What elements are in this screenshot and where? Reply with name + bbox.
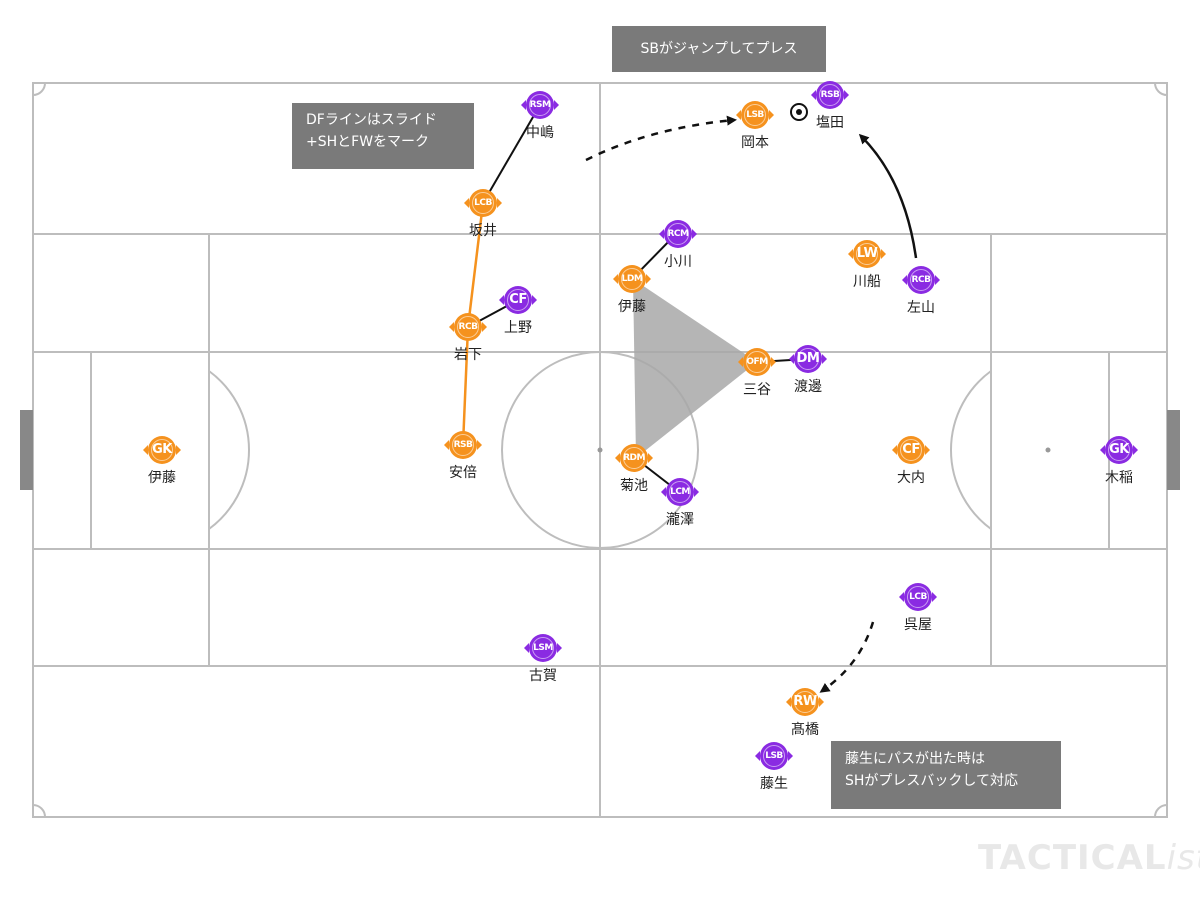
right-penalty-spot: [1045, 447, 1051, 453]
player-purple-rsm: RSM 中嶋: [500, 91, 580, 142]
jump-press-arrow: [585, 115, 737, 162]
token-purple-lcm: LCM: [661, 478, 699, 506]
player-name: 中嶋: [526, 125, 554, 141]
callout-sb-jump-text: SBがジャンプしてプレス: [640, 41, 798, 57]
player-name: 岩下: [454, 347, 482, 363]
soccer-ball-icon: [790, 103, 808, 121]
player-orange-lw: LW 川船: [827, 240, 907, 291]
player-name: 岡本: [741, 135, 769, 151]
player-purple-lcb: LCB 呉屋: [878, 583, 958, 634]
player-orange-rsb: RSB 安倍: [423, 431, 503, 482]
player-name: 伊藤: [618, 299, 646, 315]
player-purple-rcm: RCM 小川: [638, 220, 718, 271]
player-name: 三谷: [743, 382, 771, 398]
player-purple-cf: CF 上野: [478, 286, 558, 337]
player-purple-rsb: RSB 塩田: [790, 81, 870, 132]
corner-arc-tr: [1154, 82, 1168, 96]
player-orange-lsb: LSB 岡本: [715, 101, 795, 152]
token-orange-lsb: LSB: [736, 101, 774, 129]
token-orange-lcb: LCB: [464, 189, 502, 217]
token-purple-rcb: RCB: [902, 266, 940, 294]
callout-sb-jump-press: SBがジャンプしてプレス: [612, 26, 826, 72]
token-purple-rsm: RSM: [521, 91, 559, 119]
player-orange-rdm: RDM 菊池: [594, 444, 674, 495]
center-spot: [597, 447, 603, 453]
corner-arc-bl: [32, 804, 46, 818]
player-orange-ldm: LDM 伊藤: [592, 265, 672, 316]
token-orange-lw: LW: [848, 240, 886, 268]
player-orange-ofm: OFM 三谷: [717, 348, 797, 399]
callout-press-back: 藤生にパスが出た時は SHがプレスバックして対応: [831, 741, 1061, 809]
player-name: 小川: [664, 254, 692, 270]
corner-arc-tl: [32, 82, 46, 96]
player-name: 瀧澤: [666, 512, 694, 528]
player-name: 呉屋: [904, 617, 932, 633]
player-purple-lsm: LSM 古賀: [503, 634, 583, 685]
right-goal: [1167, 410, 1180, 490]
token-orange-rdm: RDM: [615, 444, 653, 472]
token-orange-ldm: LDM: [613, 265, 651, 293]
mark-link-lcb-rsm: [482, 104, 541, 204]
player-purple-gk: GK 木稲: [1079, 436, 1159, 487]
left-goal-area: [32, 351, 92, 550]
token-orange-rw: RW: [786, 688, 824, 716]
token-purple-rcm: RCM: [659, 220, 697, 248]
token-purple-lsm: LSM: [524, 634, 562, 662]
token-purple-rsb: RSB: [811, 81, 849, 109]
player-purple-lsb: LSB 藤生: [734, 742, 814, 793]
player-name: 川船: [853, 274, 881, 290]
callout-df-line-text-1: DFラインはスライド: [306, 112, 437, 128]
player-name: 古賀: [529, 668, 557, 684]
left-goal: [20, 410, 33, 490]
player-name: 伊藤: [148, 470, 176, 486]
token-orange-cf: CF: [892, 436, 930, 464]
player-name: 菊池: [620, 478, 648, 494]
watermark-italic: ista: [1166, 838, 1200, 878]
player-name: 渡邊: [794, 379, 822, 395]
token-orange-rsb: RSB: [444, 431, 482, 459]
token-purple-lsb: LSB: [755, 742, 793, 770]
token-orange-gk: GK: [143, 436, 181, 464]
press-back-arrow: [819, 621, 875, 693]
token-orange-rcb: RCB: [449, 313, 487, 341]
player-orange-lcb: LCB 坂井: [443, 189, 523, 240]
left-penalty-arc: [208, 370, 250, 530]
callout-press-back-text-2: SHがプレスバックして対応: [845, 773, 1018, 789]
player-name: 坂井: [469, 223, 497, 239]
player-name: 安倍: [449, 465, 477, 481]
player-orange-cf: CF 大内: [871, 436, 951, 487]
pass-arrow-rcb-rsb: [858, 133, 918, 259]
player-name: 木稲: [1105, 470, 1133, 486]
player-name: 髙橋: [791, 722, 819, 738]
player-name: 左山: [907, 300, 935, 316]
callout-df-line-slide: DFラインはスライド +SHとFWをマーク: [292, 103, 474, 169]
token-purple-lcb: LCB: [899, 583, 937, 611]
player-purple-rcb: RCB 左山: [881, 266, 961, 317]
token-purple-gk: GK: [1100, 436, 1138, 464]
token-purple-cf: CF: [499, 286, 537, 314]
callout-press-back-text-1: 藤生にパスが出た時は: [845, 751, 985, 767]
token-purple-dm: DM: [789, 345, 827, 373]
player-orange-rw: RW 髙橋: [765, 688, 845, 739]
player-orange-gk: GK 伊藤: [122, 436, 202, 487]
player-purple-lcm: LCM 瀧澤: [640, 478, 720, 529]
player-orange-rcb: RCB 岩下: [428, 313, 508, 364]
player-name: 塩田: [816, 115, 844, 131]
player-purple-dm: DM 渡邊: [768, 345, 848, 396]
right-penalty-arc: [950, 370, 992, 530]
tacticalista-watermark: TACTICALista: [978, 838, 1200, 878]
player-name: 大内: [897, 470, 925, 486]
callout-df-line-text-2: +SHとFWをマーク: [306, 134, 430, 150]
player-name: 上野: [504, 320, 532, 336]
token-orange-ofm: OFM: [738, 348, 776, 376]
midfield-press-triangle: [633, 279, 757, 458]
watermark-main: TACTICAL: [978, 838, 1167, 878]
player-name: 藤生: [760, 776, 788, 792]
corner-arc-br: [1154, 804, 1168, 818]
